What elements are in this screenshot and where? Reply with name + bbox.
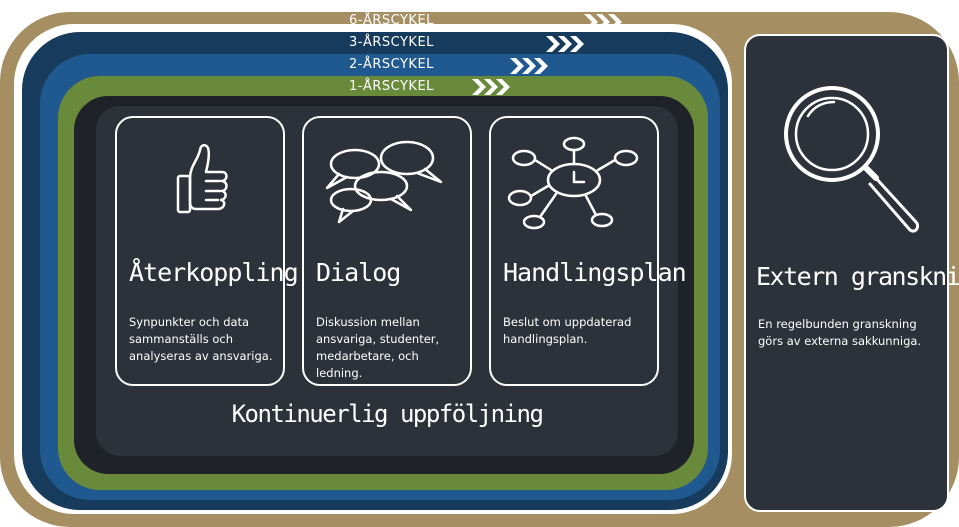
one-year-chevron-icon [472,79,510,95]
card-handlingsplan: Handlingsplan Beslut om uppdaterad handl… [489,116,687,386]
three-year-cycle-label: 3-ÅRSCYKEL [349,35,434,50]
two-year-chevron-icon [510,58,548,74]
six-year-chevron-icon [584,14,622,30]
card-dialog: Dialog Diskussion mellan ansvariga, stud… [302,116,472,386]
card-title: Dialog [316,258,401,287]
speech-bubbles-icon [304,136,470,236]
card-description: Synpunkter och data sammanställs och ana… [129,315,273,363]
continuous-label: Kontinuerlig uppföljning [231,400,544,428]
card-title: Handlingsplan [503,258,687,287]
network-plan-icon [491,136,657,236]
extern-panel: Extern granskning En regelbunden granskn… [744,34,959,512]
extern-title: Extern granskning [756,262,959,291]
six-year-cycle-label: 6-ÅRSCYKEL [349,13,434,28]
card-title: Återkoppling [129,258,299,287]
card-description: Diskussion mellan ansvariga, studenter, … [316,315,440,380]
three-year-chevron-icon [546,36,584,52]
magnifier-icon [772,76,932,251]
two-year-cycle-label: 2-ÅRSCYKEL [349,57,434,72]
card-description: Beslut om uppdaterad handlingsplan. [503,315,632,346]
thumbs-up-icon [117,136,283,236]
card-aterkoppling: Återkoppling Synpunkter och data sammans… [115,116,299,386]
extern-description: En regelbunden granskning görs av extern… [758,317,922,348]
one-year-cycle-label: 1-ÅRSCYKEL [349,79,434,94]
